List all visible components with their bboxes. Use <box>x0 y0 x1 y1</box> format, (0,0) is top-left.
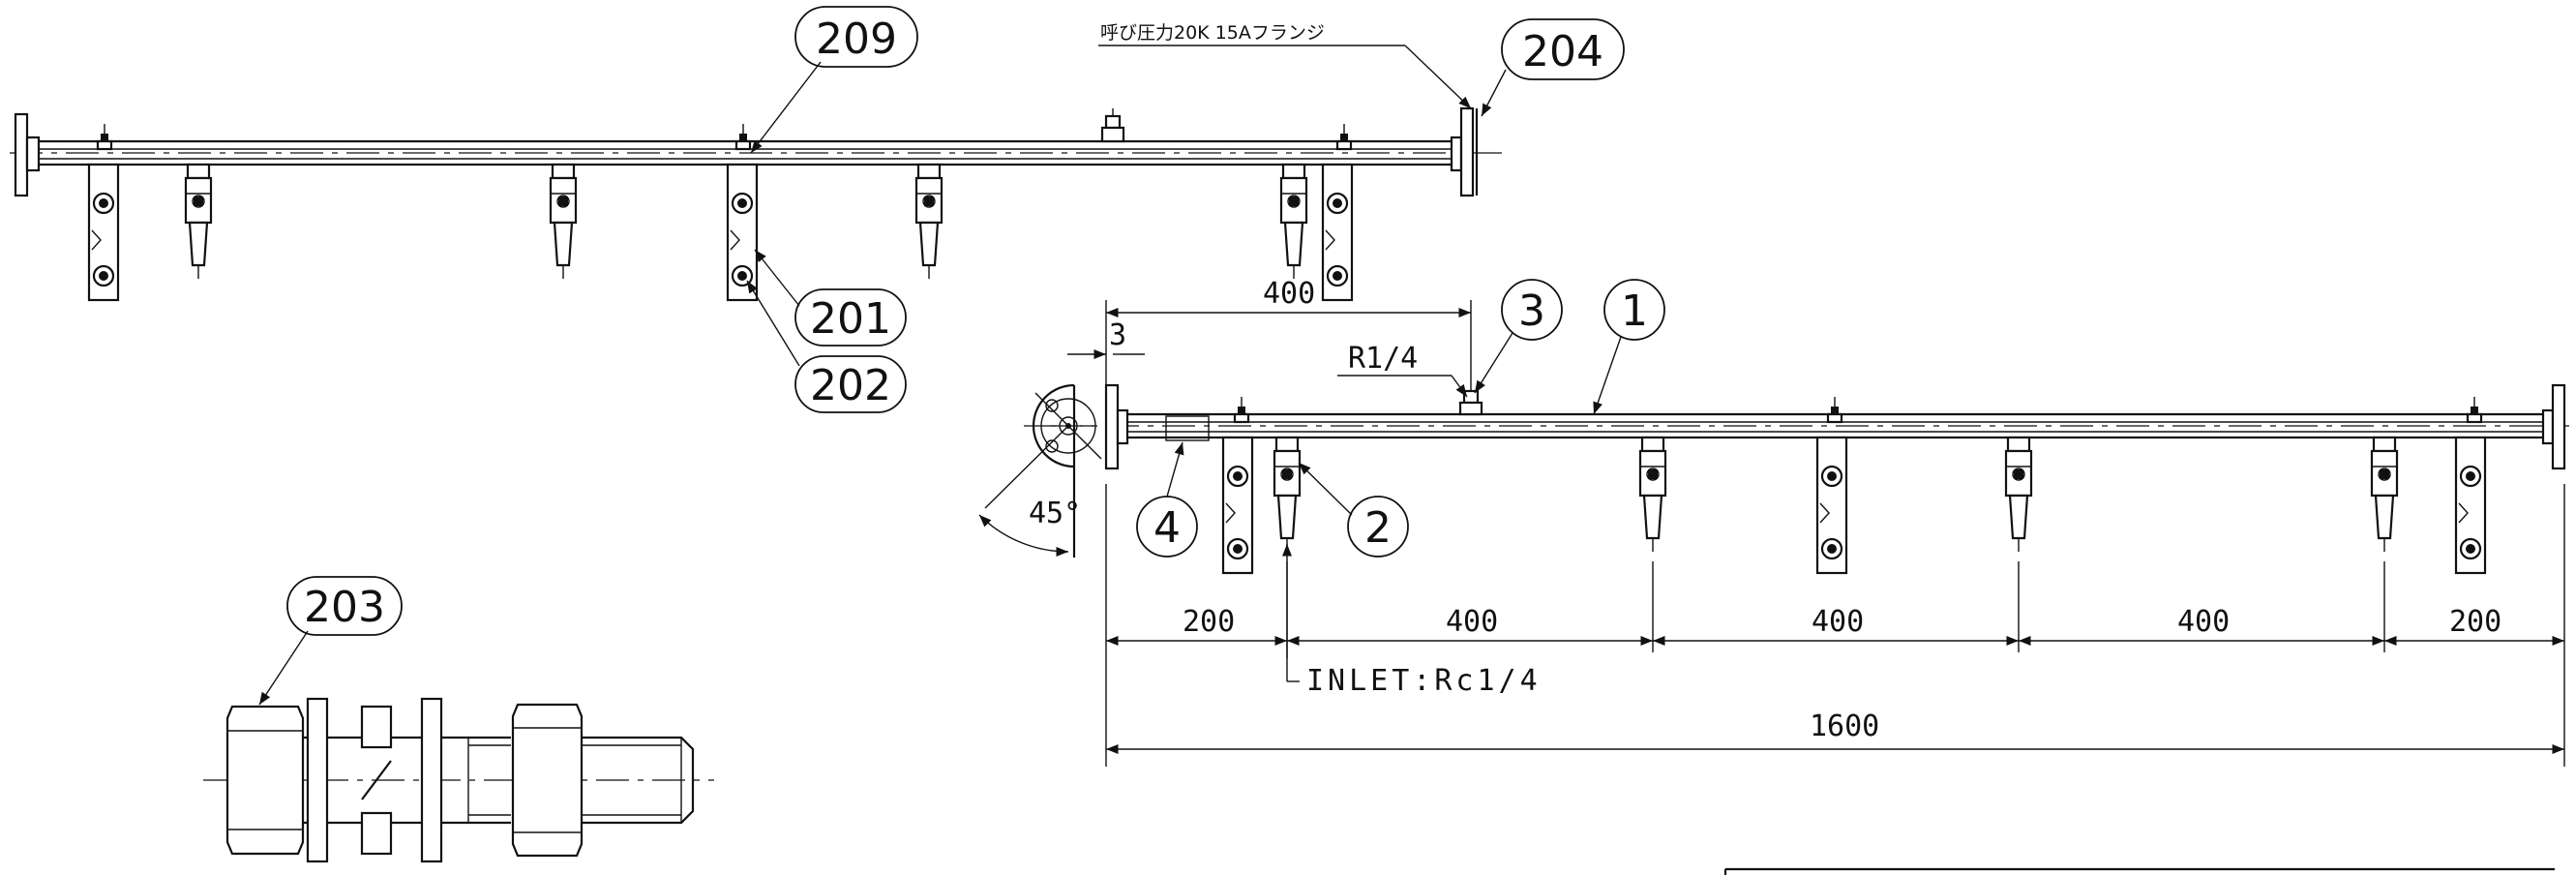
balloon-201-label: 201 <box>810 294 891 344</box>
balloon-204: 204 <box>1481 18 1625 117</box>
inlet-note: INLET:Rc1/4 <box>1281 544 1542 698</box>
balloon-201: 201 <box>754 249 907 347</box>
balloon-3: 3 <box>1474 279 1563 394</box>
dim-total-text: 1600 <box>1810 709 1879 743</box>
balloon-4-label: 4 <box>1153 503 1181 553</box>
balloon-2-label: 2 <box>1364 503 1392 553</box>
balloon-1-label: 1 <box>1621 287 1648 336</box>
dim-chain: 200 400 400 400 200 1600 <box>1105 484 2565 767</box>
dim-seg2-text: 400 <box>1446 605 1498 639</box>
dim-3-text: 3 <box>1109 318 1126 352</box>
dim-seg4-text: 400 <box>2177 605 2230 639</box>
balloon-203-label: 203 <box>304 583 385 632</box>
dim-seg5-text: 200 <box>2449 605 2501 639</box>
dim-seg3-text: 400 <box>1812 605 1864 639</box>
dim-top-400: 400 <box>1105 277 1472 383</box>
front-view-pipe-assembly <box>1050 383 2569 575</box>
title-block-corner <box>1723 867 2555 875</box>
r14-note: R1/4 <box>1337 342 1468 398</box>
balloon-202-label: 202 <box>810 361 891 410</box>
balloon-203: 203 <box>258 576 403 706</box>
dim-top-400-text: 400 <box>1263 277 1315 311</box>
top-view-pipe-assembly <box>10 106 1505 302</box>
dim-seg1-text: 200 <box>1183 605 1235 639</box>
flange-note-text: 呼び圧力20K 15Aフランジ <box>1100 22 1325 44</box>
inlet-note-text: INLET:Rc1/4 <box>1306 664 1542 698</box>
fitting-detail-203 <box>203 697 714 863</box>
balloon-204-label: 204 <box>1522 27 1603 76</box>
balloon-2: 2 <box>1298 462 1409 558</box>
balloon-209-label: 209 <box>816 15 897 64</box>
balloon-1: 1 <box>1593 279 1665 415</box>
flange-end-view: 45° <box>978 383 1102 558</box>
angle-label: 45° <box>1029 497 1081 530</box>
balloon-3-label: 3 <box>1518 287 1545 336</box>
balloon-4: 4 <box>1136 441 1198 558</box>
r14-note-text: R1/4 <box>1348 342 1418 376</box>
balloon-209: 209 <box>750 6 918 154</box>
balloon-202: 202 <box>746 280 907 413</box>
dim-offset-3: 3 <box>1067 318 1145 385</box>
flange-note: 呼び圧力20K 15Aフランジ <box>1098 22 1472 109</box>
